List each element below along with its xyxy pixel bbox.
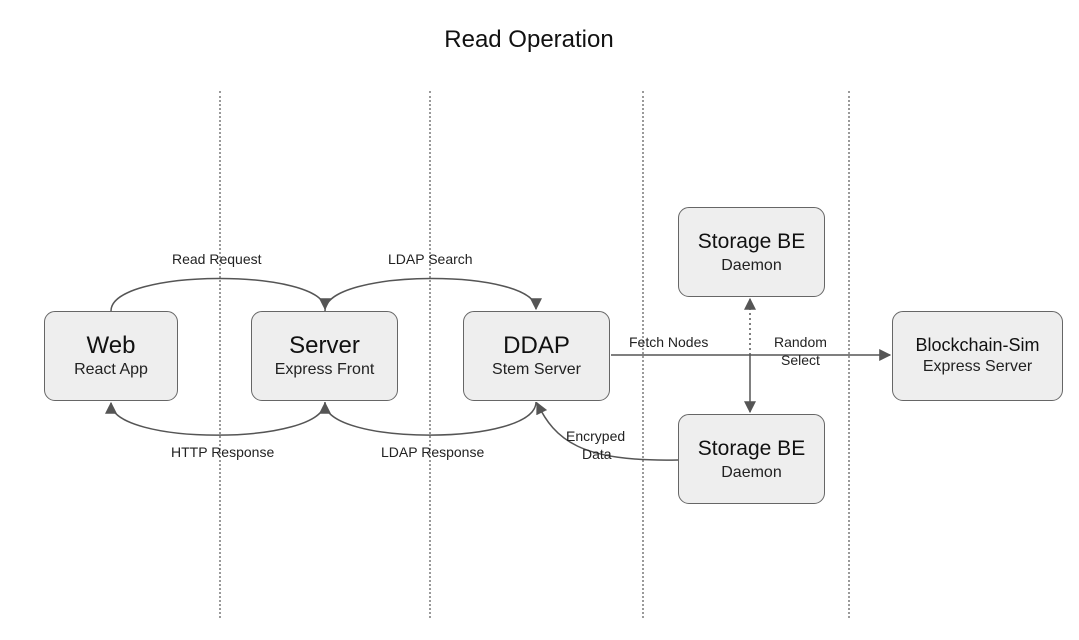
ldap-search-edge (324, 277, 542, 312)
storage-top-node[interactable]: Storage BE Daemon (678, 207, 825, 297)
fetch-nodes-label: Fetch Nodes (629, 334, 709, 350)
blockchain-sim-node-title: Blockchain-Sim (915, 335, 1040, 355)
server-node-subtitle: Express Front (274, 360, 375, 378)
ddap-node-subtitle: Stem Server (492, 360, 581, 378)
encrypted-data-label-line2: Data (582, 446, 612, 462)
ddap-node-title: DDAP (503, 331, 570, 359)
random-select-label-line1: Random (774, 334, 827, 350)
web-node-subtitle: React App (74, 360, 148, 378)
read-request-label: Read Request (172, 251, 262, 267)
lane-divider (219, 91, 221, 618)
ldap-response-edge (319, 401, 537, 436)
server-node-title: Server (289, 331, 360, 359)
storage-top-node-title: Storage BE (697, 229, 806, 253)
diagram-title: Read Operation (444, 26, 614, 53)
ddap-node[interactable]: DDAP Stem Server (463, 311, 610, 401)
http-response-label: HTTP Response (171, 444, 275, 460)
web-node[interactable]: Web React App (44, 311, 178, 401)
server-node[interactable]: Server Express Front (251, 311, 398, 401)
random-select-label-line2: Select (781, 352, 820, 368)
ldap-search-label: LDAP Search (388, 251, 473, 267)
encrypted-data-label-line1: Encryped (566, 428, 626, 444)
http-response-edge (105, 401, 326, 436)
storage-bottom-node[interactable]: Storage BE Daemon (678, 414, 825, 504)
read-request-edge (110, 277, 331, 312)
storage-bottom-node-subtitle: Daemon (721, 463, 782, 481)
encrypted-data-edge (536, 401, 679, 461)
storage-top-node-subtitle: Daemon (721, 256, 782, 274)
ldap-response-label: LDAP Response (381, 444, 485, 460)
storage-bottom-node-title: Storage BE (697, 436, 806, 460)
web-node-title: Web (86, 331, 136, 359)
lane-divider (429, 91, 431, 618)
blockchain-sim-node[interactable]: Blockchain-Sim Express Server (892, 311, 1063, 401)
blockchain-sim-node-subtitle: Express Server (922, 358, 1033, 375)
